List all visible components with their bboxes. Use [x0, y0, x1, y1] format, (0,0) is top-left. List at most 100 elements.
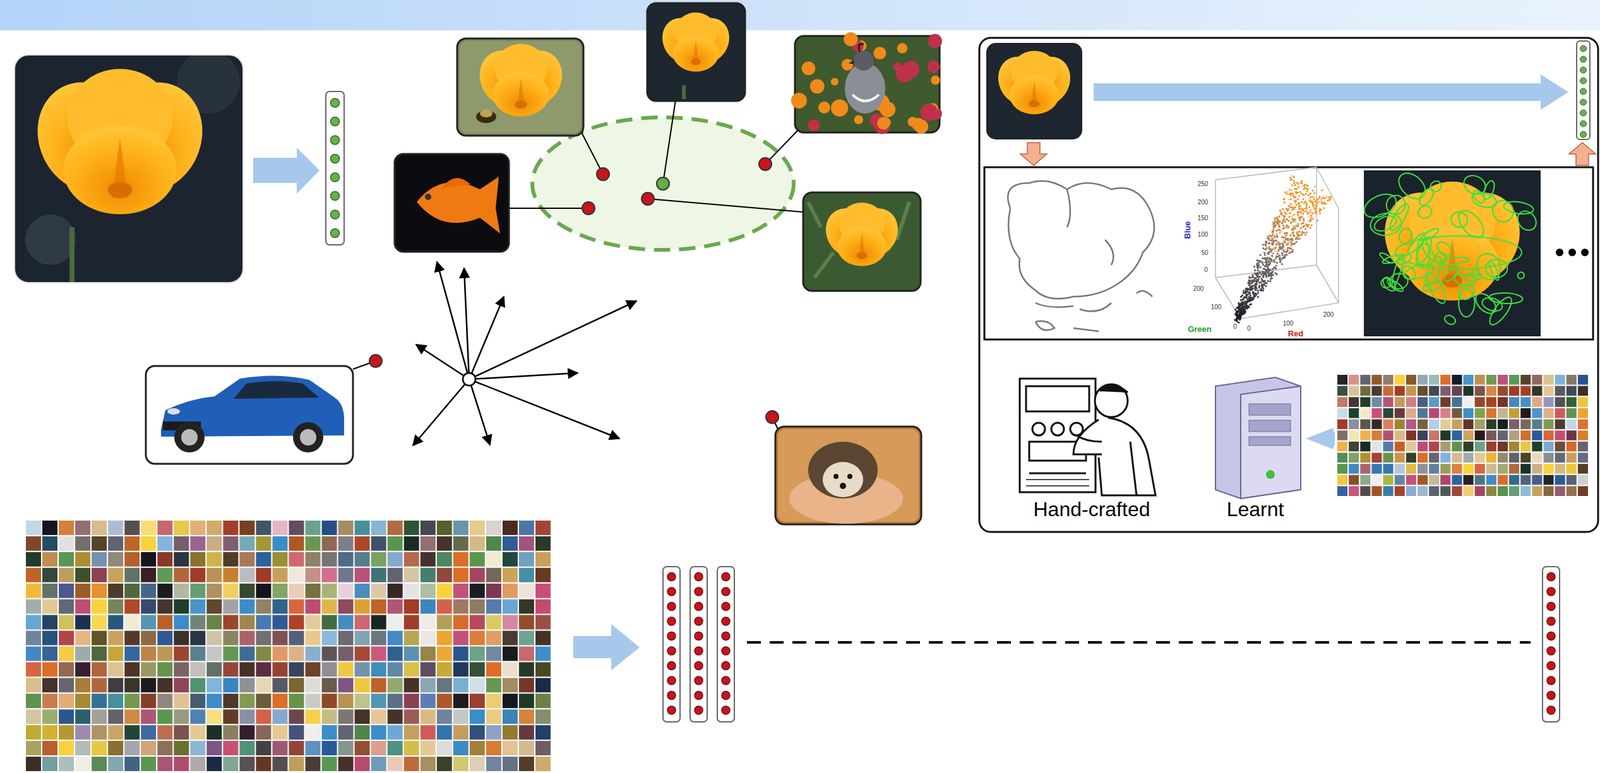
- scatter-point: [1274, 250, 1277, 253]
- thumbnail: [354, 678, 371, 693]
- scatter-point: [1305, 231, 1308, 234]
- scatter-point: [1252, 284, 1254, 287]
- scatter-point: [1262, 275, 1265, 278]
- thumbnail: [140, 678, 156, 693]
- thumbnail: [420, 662, 436, 677]
- thumbnail: [519, 757, 535, 772]
- thumbnail: [1383, 397, 1394, 408]
- thumbnail: [255, 757, 271, 772]
- scatter-point: [1268, 248, 1271, 251]
- thumbnail: [486, 599, 502, 615]
- thumbnail: [25, 647, 42, 662]
- thumbnail: [1509, 375, 1520, 386]
- thumbnail: [255, 568, 271, 583]
- thumbnail: [453, 631, 469, 646]
- thumbnail: [1486, 464, 1497, 475]
- thumbnail: [453, 584, 469, 599]
- thumbnail: [1360, 486, 1371, 497]
- scatter-point: [1253, 293, 1256, 296]
- scatter-point: [1291, 228, 1294, 231]
- thumbnail: [58, 599, 74, 615]
- thumbnail: [387, 615, 403, 631]
- vector-element: [667, 706, 676, 715]
- keypoint: [1433, 250, 1448, 266]
- thumbnail: [1417, 375, 1428, 386]
- thumbnail: [157, 536, 173, 552]
- scatter-point: [1253, 292, 1256, 295]
- thumbnail: [1520, 408, 1531, 419]
- thumbnail: [338, 678, 354, 693]
- scatter-point: [1251, 274, 1254, 276]
- thumbnail: [1509, 441, 1520, 453]
- thumbnail: [1497, 441, 1508, 453]
- thumbnail: [1509, 386, 1520, 397]
- thumbnail: [1474, 486, 1486, 497]
- keypoint: [1428, 179, 1444, 195]
- thumbnail: [1383, 375, 1394, 386]
- vector-element: [330, 191, 340, 201]
- thumbnail: [371, 741, 387, 756]
- thumbnail: [1440, 486, 1451, 497]
- thumbnail: [1451, 453, 1462, 464]
- thumbnail: [1555, 375, 1566, 386]
- thumbnail: [1463, 464, 1474, 475]
- keypoint: [1485, 259, 1508, 279]
- thumbnail: [75, 599, 91, 615]
- thumbnail: [1531, 397, 1542, 408]
- scatter-point: [1293, 243, 1296, 245]
- thumbnail: [387, 741, 403, 756]
- thumbnail: [255, 584, 271, 599]
- thumbnail: [354, 662, 371, 677]
- thumbnail: [354, 631, 371, 646]
- vector-element: [667, 632, 676, 641]
- thumbnail: [75, 631, 91, 646]
- thumbnail: [420, 647, 436, 662]
- thumbnail: [371, 631, 387, 646]
- thumbnail: [1383, 464, 1394, 475]
- keypoint: [1380, 275, 1398, 294]
- thumbnail: [354, 552, 371, 568]
- thumbnail: [206, 725, 222, 741]
- thumbnail: [124, 709, 140, 725]
- scatter-point: [1276, 250, 1278, 253]
- scatter-point: [1312, 204, 1314, 207]
- thumbnail: [239, 631, 255, 646]
- thumbnail: [519, 552, 535, 568]
- scatter-point: [1245, 294, 1248, 297]
- thumbnail: [1394, 386, 1405, 397]
- scatter-point: [1257, 291, 1260, 294]
- scatter-point: [1307, 211, 1310, 214]
- scatter-point: [1278, 231, 1281, 234]
- scatter-point: [1271, 277, 1273, 280]
- vector-element: [1580, 56, 1587, 63]
- scatter-point: [1253, 265, 1256, 268]
- thumbnail: [486, 552, 502, 568]
- thumbnail: [1383, 441, 1394, 453]
- thumbnail: [272, 678, 288, 693]
- vector-element: [330, 154, 340, 164]
- thumbnail: [1543, 408, 1554, 419]
- thumbnail: [354, 584, 371, 599]
- scatter-point: [1279, 209, 1282, 212]
- scatter-point: [1278, 215, 1281, 218]
- scatter-point: [1286, 233, 1289, 236]
- scatter-point: [1320, 201, 1323, 204]
- scatter-point: [1302, 193, 1305, 196]
- thumbnail: [1428, 486, 1439, 497]
- scatter-point: [1259, 266, 1262, 269]
- thumbnail: [1337, 486, 1348, 497]
- scatter-point: [1315, 212, 1318, 215]
- thumbnail: [1486, 475, 1497, 486]
- scatter-point: [1267, 260, 1270, 263]
- thumbnail: [1463, 386, 1474, 397]
- vector-element: [1580, 120, 1587, 127]
- thumbnail: [387, 568, 403, 583]
- thumbnail: [519, 662, 535, 677]
- thumbnail: [436, 693, 453, 709]
- keypoint: [1378, 251, 1395, 265]
- vector-element: [667, 587, 676, 597]
- vector-element: [667, 647, 676, 656]
- thumbnail: [124, 615, 140, 631]
- thumbnail: [1486, 375, 1497, 386]
- thumbnail: [42, 678, 58, 693]
